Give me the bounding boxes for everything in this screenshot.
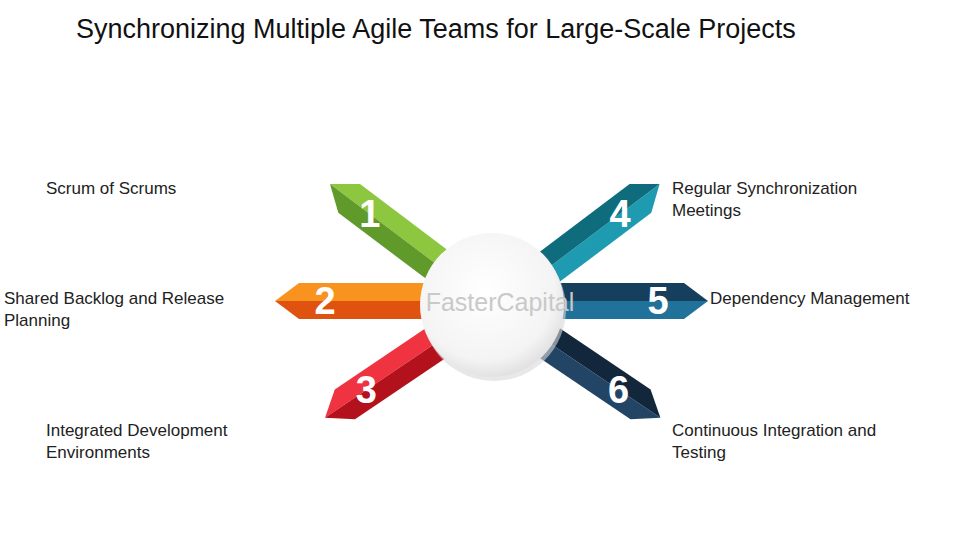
arrow-face <box>325 334 459 419</box>
title: Synchronizing Multiple Agile Teams for L… <box>76 14 796 45</box>
callout-number: 4 <box>600 195 640 233</box>
arrow-face <box>540 184 660 289</box>
arrow-face <box>275 301 445 319</box>
arrow-face <box>536 319 660 418</box>
arrow-face <box>529 184 660 274</box>
arrow-face <box>330 184 450 289</box>
step-label: Dependency Management <box>710 288 970 310</box>
numbered-arrow: 2Shared Backlog and Release Planning <box>275 283 445 319</box>
callout-number: 2 <box>305 282 345 320</box>
step-label: Regular Synchronization Meetings <box>672 178 902 222</box>
step-label: Scrum of Scrums <box>46 178 286 200</box>
arrow-shape <box>275 283 445 319</box>
arrow-face <box>325 319 449 418</box>
callout-number: 3 <box>346 371 386 409</box>
callout-number: 6 <box>599 371 639 409</box>
arrow-face <box>330 184 461 274</box>
arrow-face <box>526 334 660 419</box>
step-label: Shared Backlog and Release Planning <box>4 288 269 332</box>
watermark: FasterCapital <box>426 288 575 317</box>
callout-number: 5 <box>638 282 678 320</box>
arrow-face <box>275 283 445 301</box>
callout-number: 1 <box>350 195 390 233</box>
step-label: Integrated Development Environments <box>46 420 296 464</box>
step-label: Continuous Integration and Testing <box>672 420 922 464</box>
